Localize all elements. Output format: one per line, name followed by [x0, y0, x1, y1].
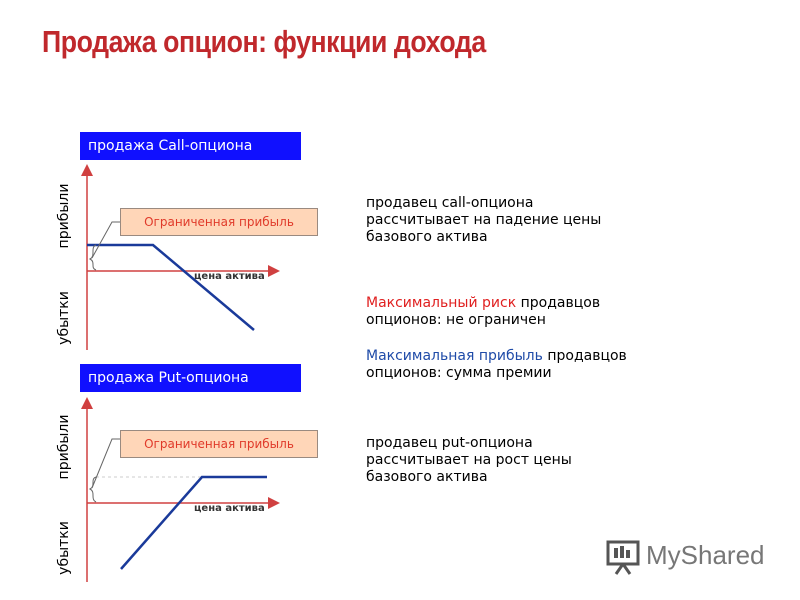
put-seller-description: продавец put-опциона рассчитывает на рос…	[366, 435, 572, 486]
call-callout-limited-profit: Ограниченная прибыль	[120, 208, 318, 236]
max-profit-text: Максимальная прибыль продавцов опционов:…	[366, 348, 627, 382]
max-risk-rest: продавцов	[516, 295, 601, 311]
put-payoff-line	[120, 475, 267, 570]
call-seller-line-2: рассчитывает на падение цены	[366, 212, 602, 228]
put-brace	[88, 476, 97, 503]
put-callout-limited-profit: Ограниченная прибыль	[120, 430, 318, 458]
call-brace	[88, 244, 97, 271]
call-callout-leader	[91, 221, 120, 259]
max-profit-highlight: Максимальная прибыль	[366, 348, 543, 364]
max-profit-line-2: опционов: сумма премии	[366, 365, 552, 381]
put-x-axis-label: цена актива	[194, 503, 265, 514]
put-seller-line-1: продавец put-опциона	[366, 435, 533, 451]
put-seller-line-2: рассчитывает на рост цены	[366, 452, 572, 468]
myshared-logo-text: MyShared	[646, 540, 765, 570]
call-seller-line-1: продавец call-опциона	[366, 195, 534, 211]
call-seller-description: продавец call-опциона рассчитывает на па…	[366, 195, 601, 246]
max-risk-highlight: Максимальный риск	[366, 295, 517, 311]
call-seller-line-3: базового актива	[366, 229, 488, 245]
max-profit-rest: продавцов	[542, 348, 627, 364]
call-section-label: продажа Call-опциона	[80, 132, 301, 160]
myshared-logo-icon: MyShared	[606, 540, 765, 575]
myshared-logo: MyShared	[606, 536, 776, 576]
call-payoff-line	[87, 243, 255, 331]
slide-title: Продажа опцион: функции дохода	[42, 24, 486, 59]
put-seller-line-3: базового актива	[366, 469, 488, 485]
max-risk-line-2: опционов: не ограничен	[366, 312, 546, 328]
call-x-axis-label: цена актива	[194, 271, 265, 282]
max-risk-text: Максимальный риск продавцов опционов: не…	[366, 295, 600, 329]
put-section-label: продажа Put-опциона	[80, 364, 301, 392]
